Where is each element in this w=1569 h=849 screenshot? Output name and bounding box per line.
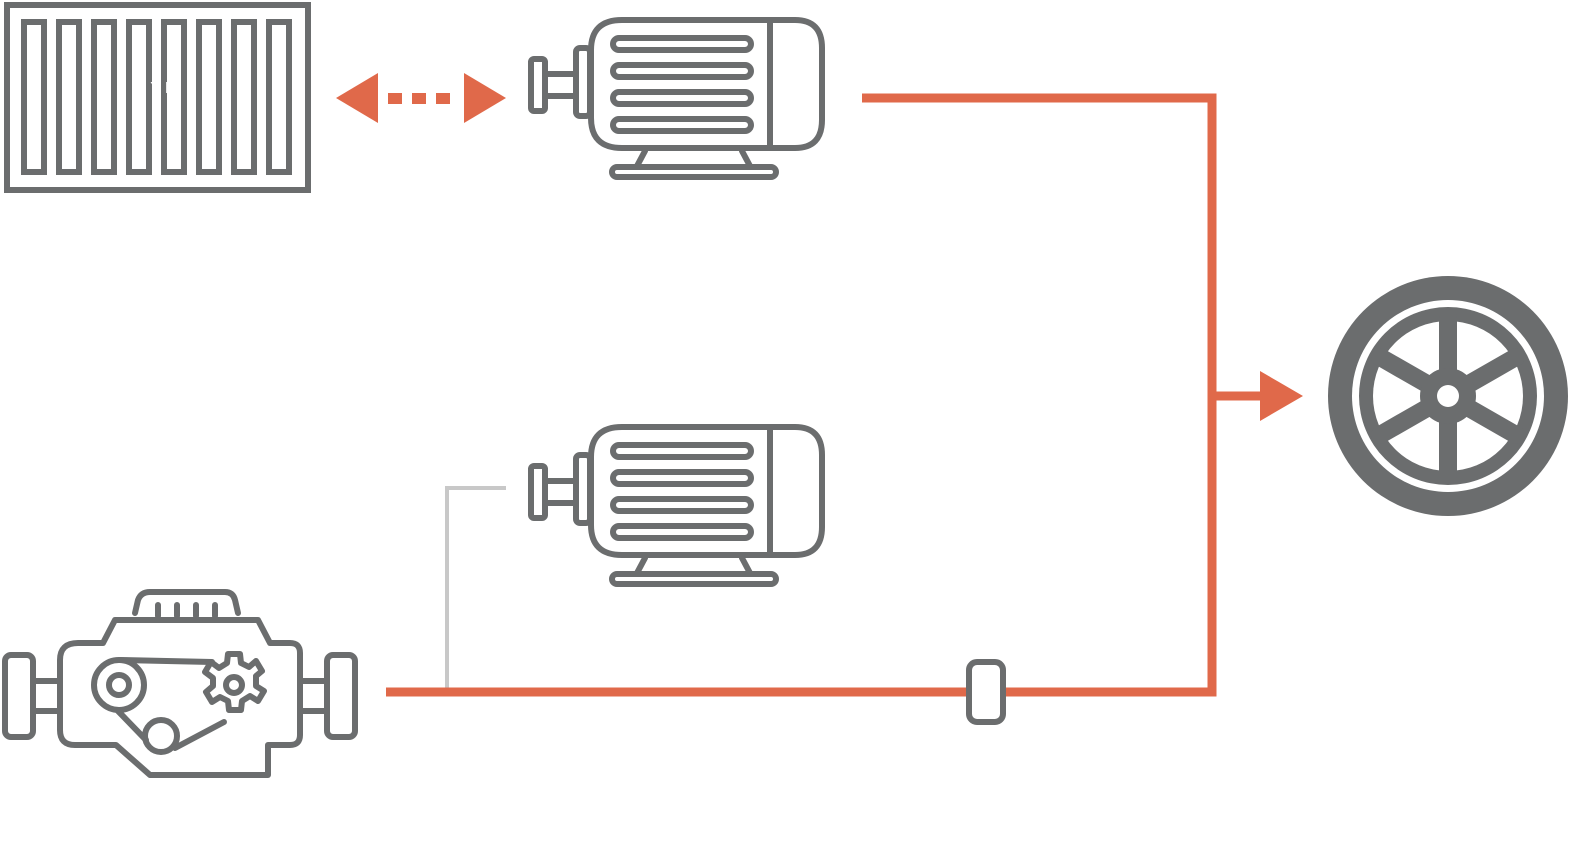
clutch-coupling-icon [966, 659, 1006, 725]
battery-motor-link-arrow [336, 73, 506, 123]
electric-motor-icon [528, 424, 825, 587]
output-arrow-head [1260, 371, 1303, 421]
electric-motor-icon [528, 17, 825, 180]
power-flow-lines [386, 93, 1262, 697]
engine-motor-link-line [445, 486, 506, 690]
wheel-icon [1328, 276, 1568, 516]
battery-pack-icon [4, 2, 311, 193]
battery-brand-label: BYD [135, 80, 181, 97]
combustion-engine-icon [2, 589, 358, 778]
